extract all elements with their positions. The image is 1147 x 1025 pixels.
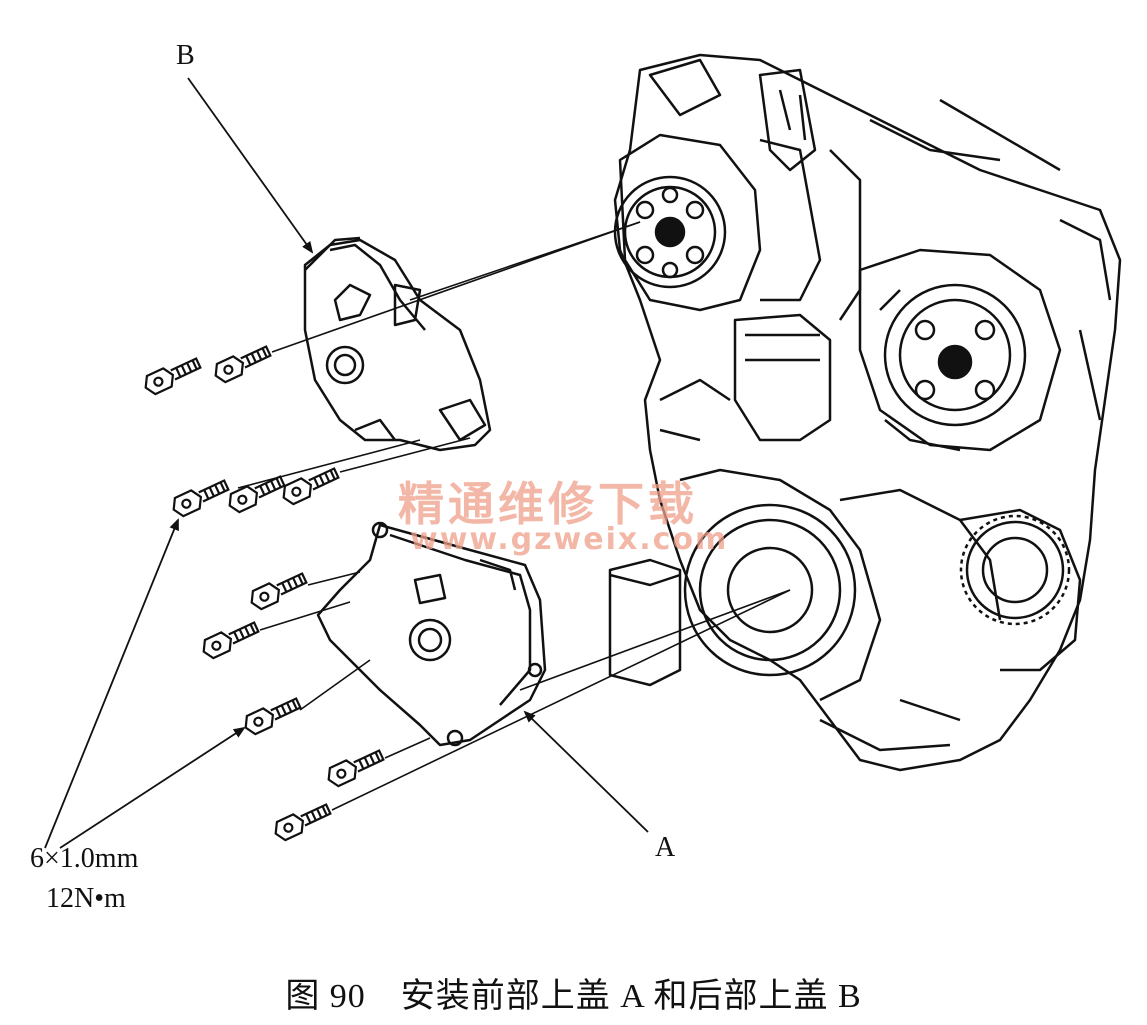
arrow-to-bolt-upper bbox=[44, 518, 179, 849]
bolt bbox=[144, 357, 202, 396]
bolt bbox=[274, 803, 332, 842]
engine-block bbox=[608, 53, 1122, 772]
bolt bbox=[202, 621, 260, 660]
watermark-text: 精通维修下载 bbox=[398, 477, 698, 531]
bolt bbox=[282, 467, 340, 506]
front-upper-cover-a bbox=[316, 521, 547, 747]
arrow-to-cover-b bbox=[187, 77, 314, 254]
bolt bbox=[244, 697, 302, 736]
bolt bbox=[214, 345, 272, 384]
bolt bbox=[327, 749, 385, 788]
arrow-to-cover-a bbox=[523, 710, 649, 833]
timing-gear bbox=[959, 514, 1071, 626]
bolts bbox=[144, 345, 385, 842]
assembly-lines bbox=[237, 221, 791, 811]
bolt bbox=[172, 479, 230, 518]
bolt bbox=[250, 572, 308, 611]
figure-caption: 图 90 安装前部上盖 A 和后部上盖 B bbox=[285, 978, 862, 1015]
cover-b-label: B bbox=[176, 40, 195, 71]
arrow-to-bolt-lower bbox=[59, 726, 246, 849]
camshaft-pulley bbox=[613, 175, 727, 289]
watermark-url: www.gzweix.com bbox=[410, 522, 729, 557]
rear-upper-cover-b bbox=[303, 236, 492, 452]
bolt bbox=[228, 475, 286, 514]
cover-a-label: A bbox=[655, 832, 676, 863]
bolt-size-label: 6×1.0mm bbox=[30, 843, 139, 874]
callout-arrows bbox=[44, 77, 649, 849]
crankshaft-pulley bbox=[683, 503, 857, 677]
right-pulley bbox=[879, 283, 1027, 452]
bolt-torque-label: 12N•m bbox=[46, 883, 126, 914]
